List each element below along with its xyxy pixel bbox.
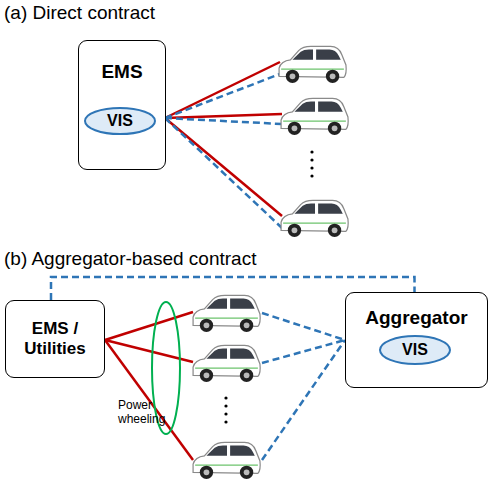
section-heading: (b) Aggregator-based contract	[4, 248, 304, 271]
wheeling-label: Power wheeling	[118, 398, 172, 427]
communication-line	[165, 74, 282, 228]
ellipsis-dots	[224, 396, 227, 423]
node-text: EMS	[101, 61, 142, 83]
communication-link	[51, 277, 415, 300]
ev-car	[193, 345, 260, 382]
section-heading: (a) Direct contract	[4, 2, 264, 25]
ev-car	[193, 442, 260, 479]
node-text: Aggregator	[365, 307, 467, 329]
ev-car	[279, 46, 346, 83]
power-line	[165, 62, 282, 216]
node-text: VIS	[107, 112, 133, 130]
node-text: VIS	[402, 341, 428, 359]
ellipsis-dots	[310, 150, 313, 177]
ev-car	[281, 200, 348, 237]
ev-car	[193, 295, 260, 332]
ems-utilities-box: EMS / Utilities	[5, 300, 105, 378]
vis-ellipse: VIS	[379, 335, 451, 365]
ev-car	[281, 98, 348, 135]
vis-ellipse: VIS	[84, 107, 156, 135]
ems-box: EMS VIS	[78, 40, 166, 170]
communication-line	[262, 313, 345, 460]
aggregator-box: AggregatorVIS	[345, 292, 488, 388]
node-text: EMS / Utilities	[15, 319, 95, 358]
